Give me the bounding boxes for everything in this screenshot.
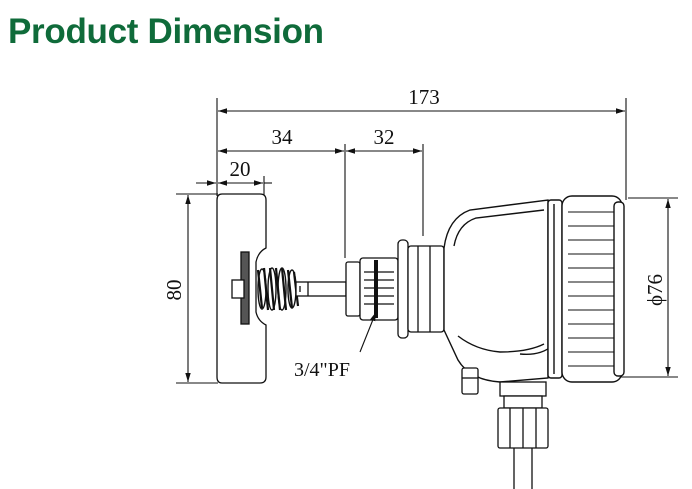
dim-173-label: 173 <box>408 85 440 109</box>
dim-34-label: 34 <box>272 125 294 149</box>
housing <box>443 195 625 383</box>
dim-80-label: 80 <box>162 280 186 301</box>
threaded-fitting <box>345 239 445 339</box>
shaft <box>295 281 347 297</box>
thread-spec-label: 3/4"PF <box>294 359 350 381</box>
dim-32-label: 32 <box>374 125 395 149</box>
spring <box>256 267 300 311</box>
page-title: Product Dimension <box>8 12 324 51</box>
paddle <box>216 193 267 384</box>
dim-76-label: ϕ76 <box>643 274 667 306</box>
dim-20-label: 20 <box>230 157 251 181</box>
thread-callout <box>359 311 377 353</box>
dimension-lines <box>185 108 671 382</box>
cable-gland <box>461 367 549 489</box>
